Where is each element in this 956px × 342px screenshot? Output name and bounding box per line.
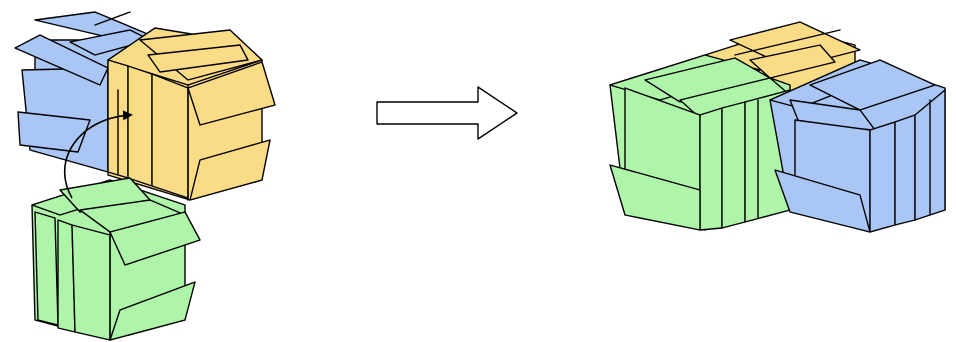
green-box-left	[32, 178, 200, 340]
right-assembly	[610, 22, 945, 232]
green-box-right	[610, 55, 790, 230]
right-arrow-icon	[377, 87, 517, 139]
left-assembly	[15, 12, 275, 340]
yellow-box-left	[108, 28, 275, 200]
